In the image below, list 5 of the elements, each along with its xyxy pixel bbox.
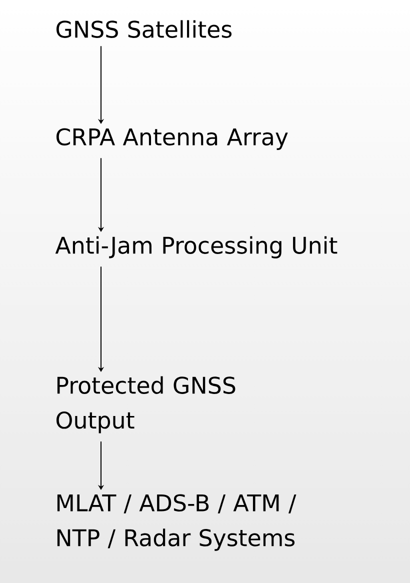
flow-step-text: Anti-Jam Processing Unit [55, 236, 338, 258]
flow-step-text: Protected GNSS Output [56, 376, 236, 434]
flow-step-text: GNSS Satellites [56, 20, 232, 38]
flow-step-text: MLAT / ADS-B / ATM / NTP / Radar Systems [57, 494, 296, 551]
flow-step-text: CRPA Antenna Array [56, 128, 288, 150]
